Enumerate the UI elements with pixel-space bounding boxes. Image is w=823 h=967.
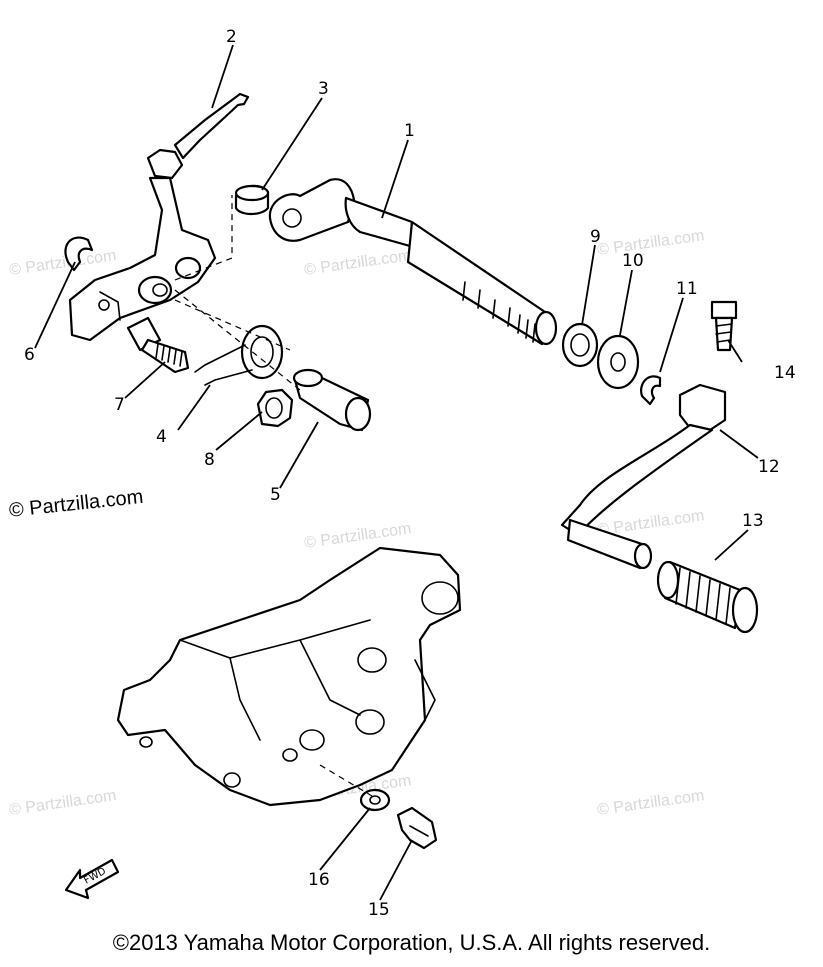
return-spring [194, 324, 284, 386]
callout-5: 5 [270, 485, 281, 505]
guide-pin [126, 316, 190, 374]
callout-12: 12 [758, 457, 780, 477]
pedal-rubber [656, 560, 759, 634]
callout-numbers: 2 3 1 9 10 11 14 12 13 6 7 4 8 5 16 15 [24, 27, 796, 920]
callout-10: 10 [622, 251, 644, 271]
watermark: © Partzilla.com [596, 227, 705, 259]
callout-13: 13 [742, 511, 764, 531]
shift-arm-lever [68, 92, 250, 342]
oil-seal [561, 322, 599, 368]
callout-4: 4 [156, 427, 167, 447]
watermark: © Partzilla.com [303, 520, 412, 552]
circlip [64, 236, 94, 272]
watermark: © Partzilla.com [596, 787, 705, 819]
callout-7: 7 [114, 395, 125, 415]
callout-6: 6 [24, 345, 35, 365]
callout-15: 15 [368, 900, 390, 920]
shift-shaft [268, 178, 558, 346]
collar-sleeve [292, 368, 372, 432]
crankcase [116, 546, 462, 807]
washer [596, 334, 640, 390]
nut [256, 388, 294, 428]
callout-9: 9 [590, 227, 601, 247]
callout-1: 1 [404, 121, 415, 141]
watermark: © Partzilla.com [303, 247, 412, 279]
callout-11: 11 [676, 279, 698, 299]
copyright-notice: ©2013 Yamaha Motor Corporation, U.S.A. A… [112, 930, 711, 955]
shift-pedal [560, 383, 727, 570]
watermark: © Partzilla.com [8, 787, 117, 819]
collar [234, 184, 270, 216]
watermark: © Partzilla.com [8, 247, 117, 279]
callout-14: 14 [774, 363, 796, 383]
leader-lines [34, 44, 759, 901]
callout-3: 3 [318, 79, 329, 99]
pinch-bolt [710, 300, 738, 352]
callout-8: 8 [204, 450, 215, 470]
washer-small [359, 788, 391, 812]
forward-arrow-icon: FWD [64, 858, 120, 900]
bolt [396, 806, 438, 850]
callout-16: 16 [308, 870, 330, 890]
callout-2: 2 [226, 27, 237, 47]
circlip-small [640, 375, 662, 406]
